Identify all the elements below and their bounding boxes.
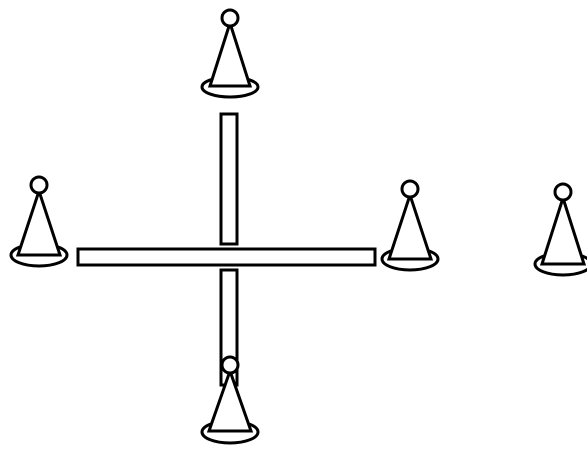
vertical-pole-upper [221,114,237,244]
horizontal-pole [78,249,375,265]
